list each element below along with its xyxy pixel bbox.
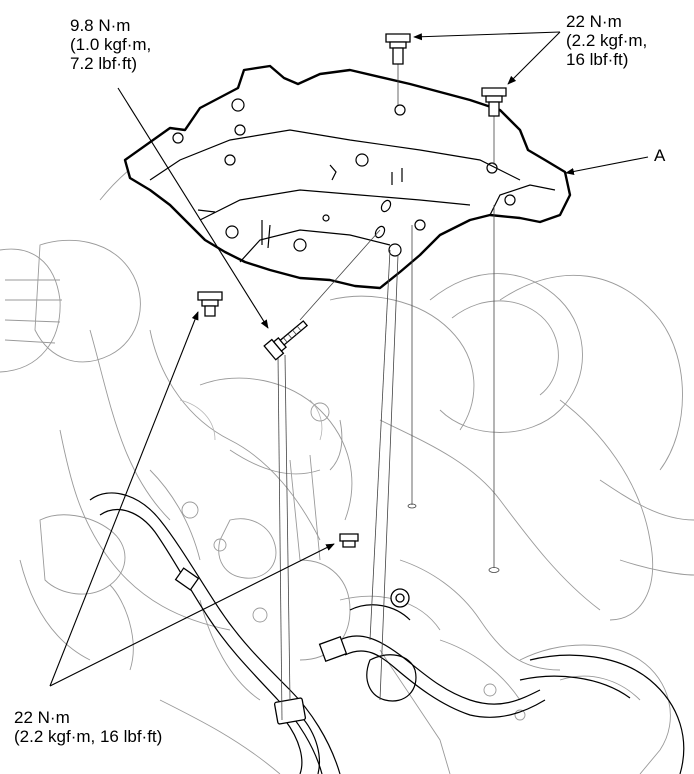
bolt-top-right-1 xyxy=(385,33,411,65)
bolt-top-right-2 xyxy=(481,87,507,117)
bolt-center-angled xyxy=(263,320,309,361)
torque-label-bottom-left-line2: (2.2 kgf·m, 16 lbf·ft) xyxy=(14,727,163,746)
part-callout-a: A xyxy=(654,146,666,165)
bracket-a xyxy=(123,64,572,290)
bolt-left-middle xyxy=(197,291,223,317)
hose-harness xyxy=(89,492,685,774)
torque-label-top-left-line1: 9.8 N·m xyxy=(70,16,131,35)
torque-label-top-right-line3: 16 lbf·ft) xyxy=(566,50,629,69)
torque-label-top-right-line1: 22 N·m xyxy=(566,12,622,31)
leader-lines xyxy=(49,31,649,687)
torque-label-top-right: 22 N·m (2.2 kgf·m, 16 lbf·ft) xyxy=(566,12,647,69)
background-engine-outline xyxy=(0,127,694,774)
torque-label-top-left-line3: 7.2 lbf·ft) xyxy=(70,54,138,73)
torque-label-bottom-left: 22 N·m (2.2 kgf·m, 16 lbf·ft) xyxy=(14,708,162,746)
torque-label-top-right-line2: (2.2 kgf·m, xyxy=(566,31,648,50)
torque-label-bottom-left-line1: 22 N·m xyxy=(14,708,70,727)
torque-label-top-left: 9.8 N·m (1.0 kgf·m, 7.2 lbf·ft) xyxy=(70,16,151,73)
alignment-lines xyxy=(277,50,500,721)
bolt-lower-center xyxy=(339,533,359,548)
bolts xyxy=(197,33,507,548)
torque-label-top-left-line2: (1.0 kgf·m, xyxy=(70,35,152,54)
